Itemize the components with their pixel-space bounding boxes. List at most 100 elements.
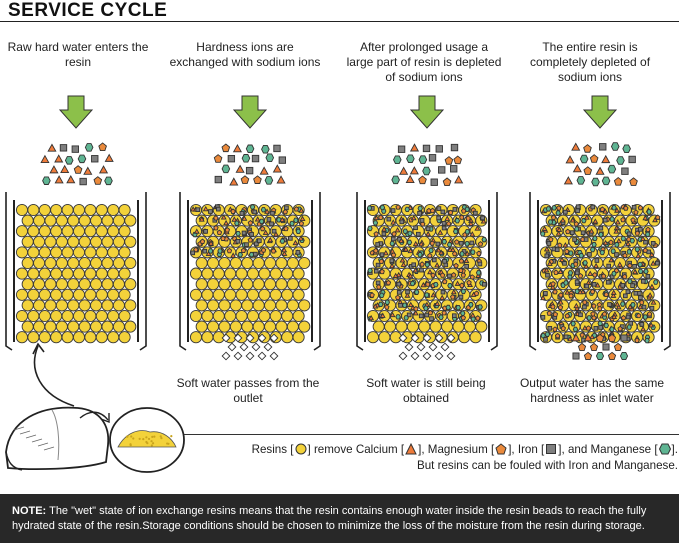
bound-ion [594,282,601,288]
resin-bead [246,267,260,280]
bound-ion [379,204,386,211]
hardness-ion [391,175,400,185]
bound-ion [481,237,487,243]
bound-ion [637,303,644,310]
bound-ion [592,271,598,278]
resin-bead [90,235,103,248]
bound-ion [264,208,271,214]
bound-ion [477,304,483,310]
bound-ion [379,268,385,275]
resin-bead [275,320,288,333]
hardness-ion [221,164,231,174]
bound-ion [616,261,623,267]
resin-bead [72,288,86,301]
hardness-ion [405,174,415,183]
resin-bead [72,246,86,259]
bound-ion [540,315,546,320]
resin-grain [145,436,148,439]
bound-ion [372,220,379,226]
bound-ion [632,268,638,275]
hardness-ion [621,167,629,175]
bound-ion [603,291,610,298]
storage-note: NOTE: The "wet" state of ion exchange re… [0,494,679,543]
bound-ion [550,214,557,220]
hardness-ion [213,154,223,163]
bound-ion [248,251,255,258]
bound-ion [237,252,244,258]
bound-ion [252,209,258,215]
bound-ion [375,242,380,247]
bound-ion [451,250,458,257]
bound-ion [441,309,447,316]
hardness-ion [438,166,446,174]
bound-ion [451,313,457,319]
stage-2-caption-bottom: Soft water passes from the outlet [176,376,320,405]
resin-bead [286,299,299,312]
bound-ion [434,300,441,306]
sodium-ion [227,342,237,352]
bound-ion [217,248,223,254]
bound-ion [602,217,608,223]
bound-ion [610,289,617,295]
bound-ion [444,215,451,221]
bound-ion [573,220,580,227]
bound-ion [442,258,447,264]
bound-ion [575,208,580,214]
resin-bead [50,246,63,259]
resin-bead [15,309,29,323]
resin-bead [44,299,57,312]
bound-ion [199,238,206,244]
bound-ion [610,248,616,254]
bound-ion [646,209,652,215]
bag-to-zoom-arrow [79,411,109,421]
bound-ion [544,331,551,337]
hardness-ion [450,165,458,173]
resin-bead [246,288,260,301]
bound-ion [459,214,465,220]
resin-bead [269,288,282,301]
bound-ion [635,252,642,259]
bound-ion [445,304,451,311]
bound-ion [257,238,262,244]
resin-bead [229,278,242,291]
resin-bead [67,235,80,248]
stage-2-caption-top: Hardness ions are exchanged with sodium … [169,40,321,69]
bound-ion [423,305,429,311]
bound-ion [599,249,605,256]
bound-ion [601,311,608,317]
bound-ion [559,256,565,263]
resin-bead [429,320,442,333]
resin-bead [469,331,482,344]
resin-bead [207,256,220,270]
hardness-ion [397,145,406,153]
bound-ion [425,230,432,237]
legend-text: Resins [ [251,443,294,456]
resin-bead [27,288,40,301]
resin-bead [298,278,311,291]
legend-text: ], Iron [ [508,443,545,456]
bound-ion [549,284,556,290]
resin-bead [95,288,108,301]
hardness-ion [406,154,415,163]
tank-wall-left-outer [5,192,13,351]
bound-ion [216,206,221,212]
bound-ion [581,299,588,305]
resin-bead [61,309,74,323]
bag-hatch [19,430,31,435]
resin-bead [50,225,63,238]
resin-bead [395,320,408,333]
bound-ion [547,325,553,331]
bound-ion [617,325,623,332]
tank-wall-left-outer [529,192,537,351]
stage-1-tank [5,95,147,351]
bound-ion [375,280,381,286]
bound-ion [480,218,487,224]
resin-bead [84,246,97,259]
bound-ion [449,294,456,300]
sodium-ion [440,342,450,352]
bound-ion [405,289,410,295]
bound-ion [450,288,457,295]
bound-ion [372,303,379,309]
bound-ion [403,315,409,321]
bound-ion [627,262,633,269]
